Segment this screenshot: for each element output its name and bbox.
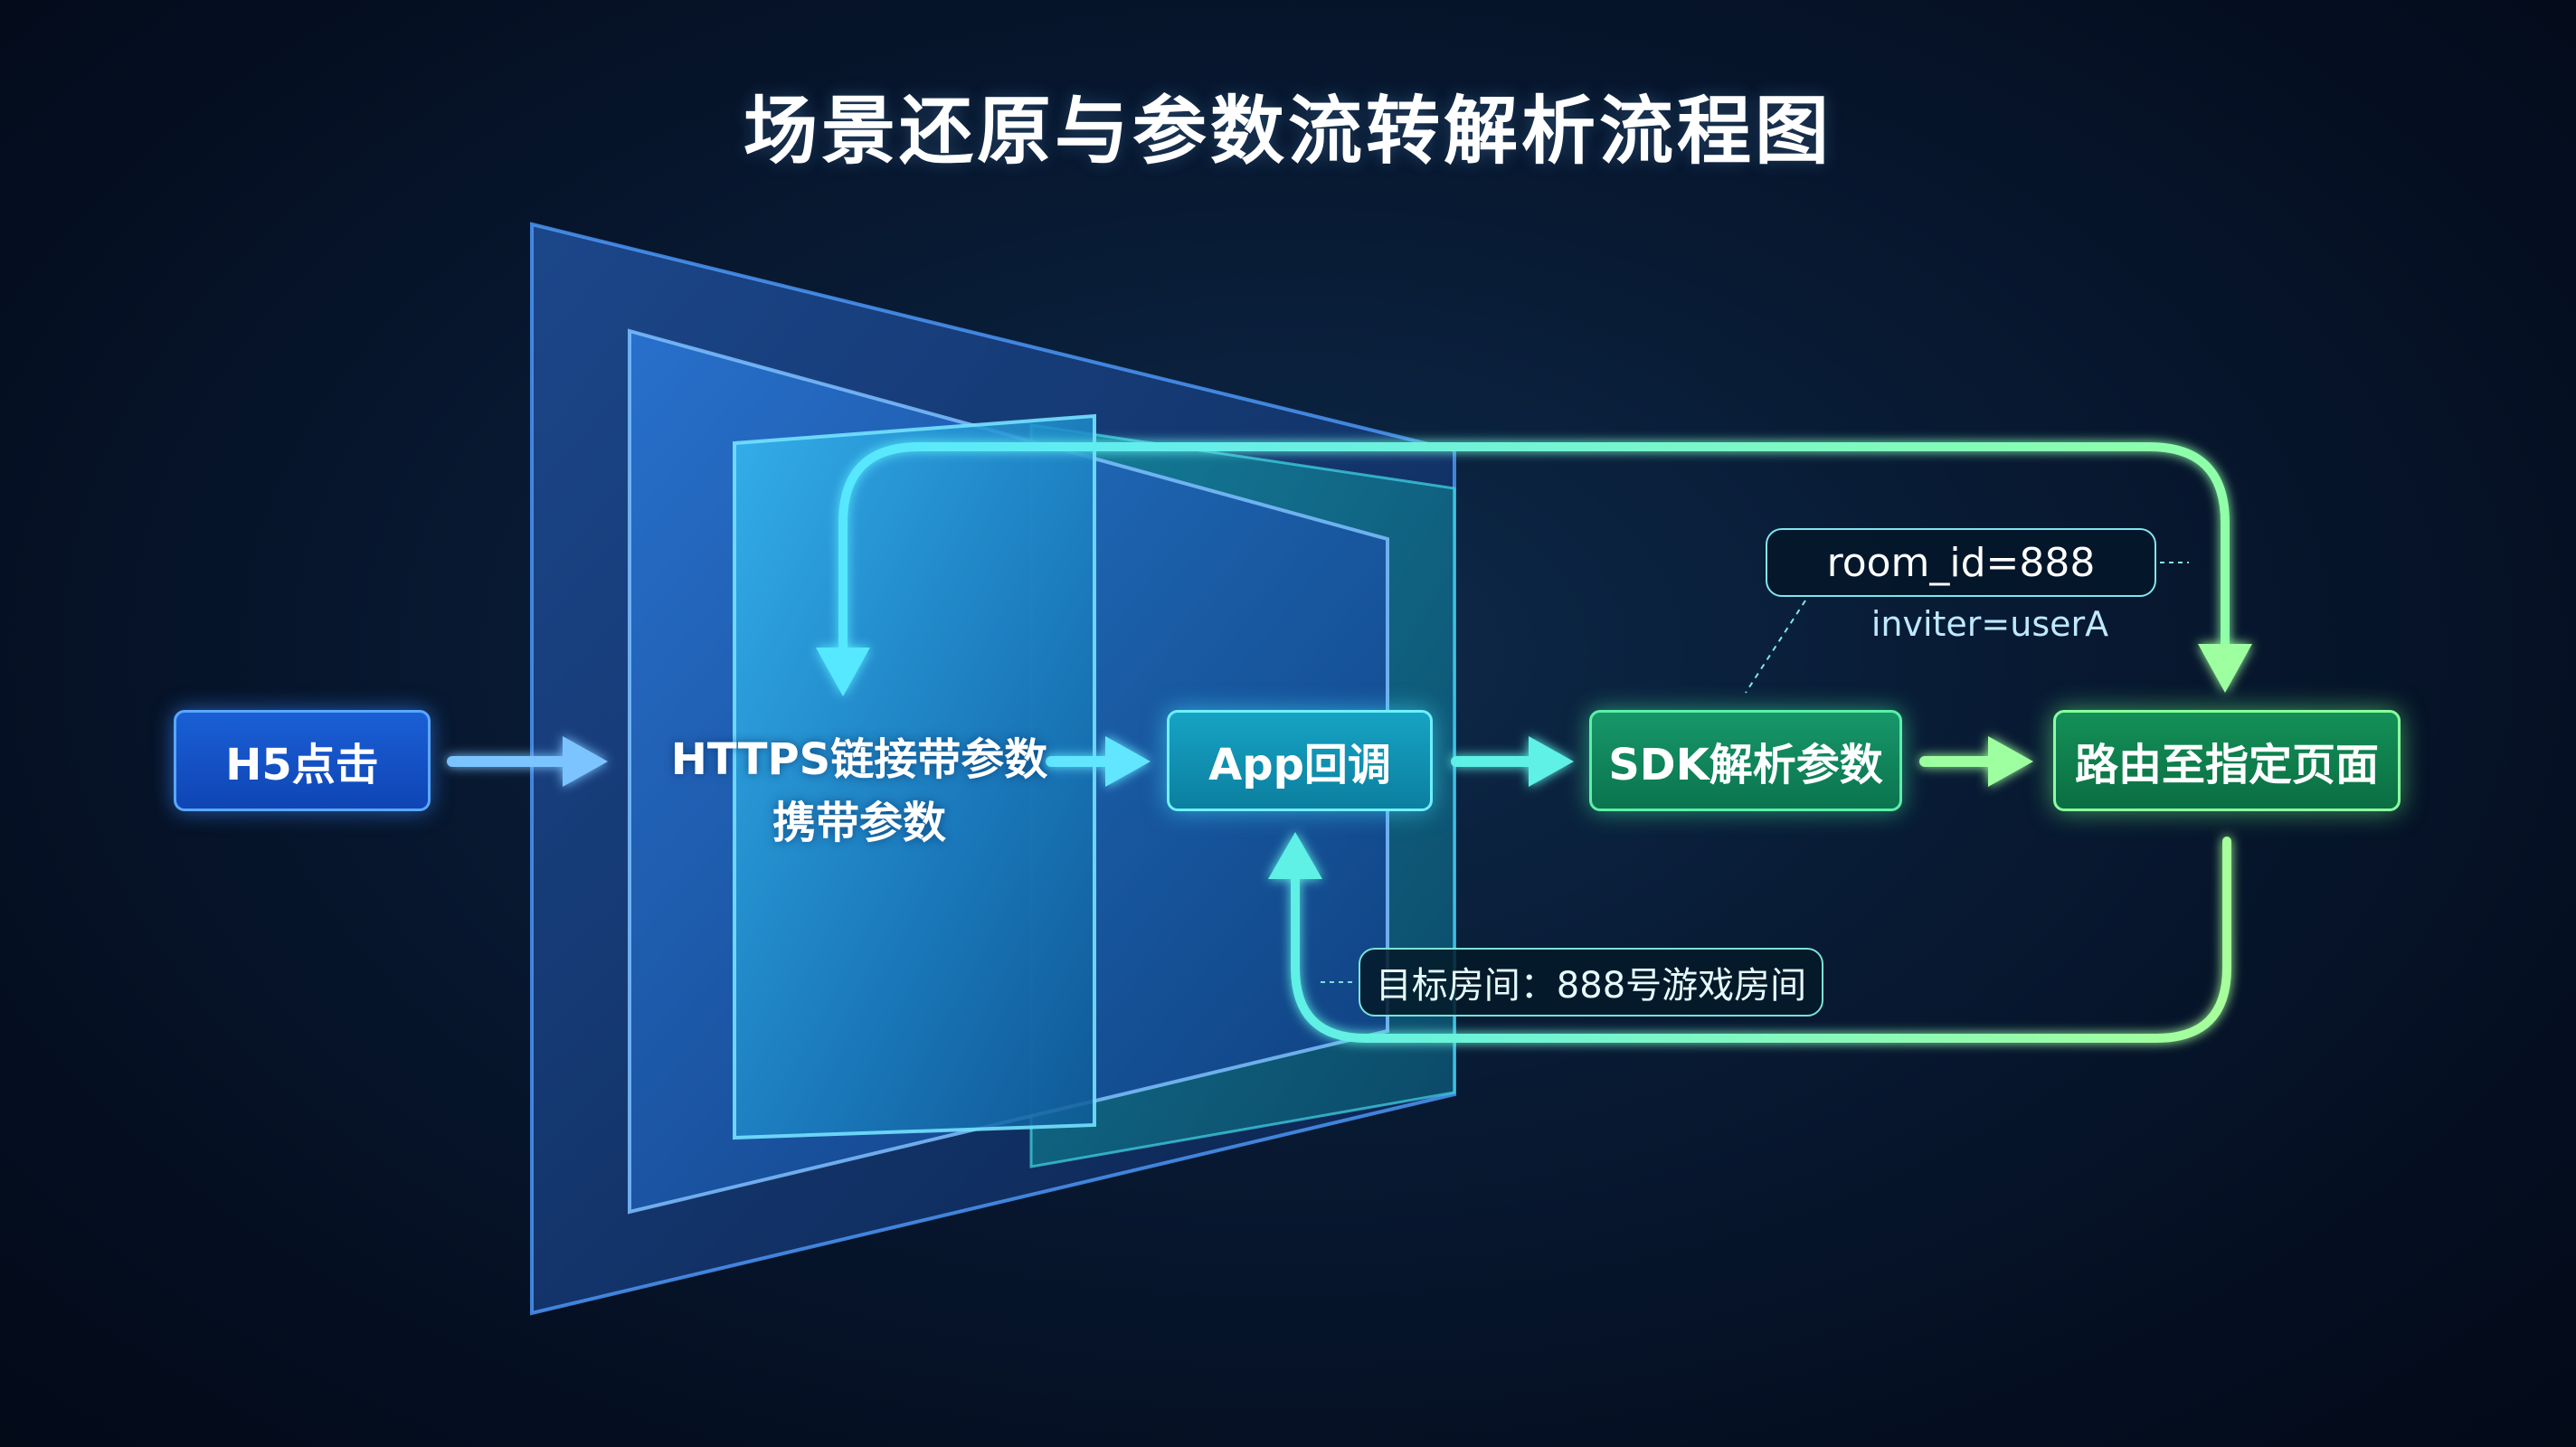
arrow-app-to-sdk	[1451, 736, 1574, 787]
node-https-link: HTTPS链接带参数 携带参数	[669, 728, 1049, 855]
room-id-label: room_id=888	[1766, 528, 2156, 597]
inviter-label: inviter=userA	[1870, 604, 2109, 644]
arrow-https-to-app	[1046, 736, 1151, 787]
node-route-page[interactable]: 路由至指定页面	[2053, 710, 2401, 811]
glass-panel-inner	[733, 413, 1096, 1140]
target-room-label: 目标房间：888号游戏房间	[1359, 948, 1823, 1017]
page-title: 场景还原与参数流转解析流程图	[743, 89, 1833, 175]
https-link-label: HTTPS链接带参数	[670, 734, 1048, 785]
node-h5-click[interactable]: H5点击	[174, 710, 431, 811]
arrow-sdk-to-route	[1919, 736, 2033, 787]
node-app-callback[interactable]: App回调	[1167, 710, 1433, 811]
leader-room-id	[1745, 600, 1806, 694]
loop-top-route-to-https	[816, 442, 2252, 696]
node-sdk-parse[interactable]: SDK解析参数	[1589, 710, 1902, 811]
loop-bottom-route-to-app	[1268, 832, 2231, 1043]
https-carry-label: 携带参数	[772, 798, 946, 848]
arrow-h5-to-https	[447, 736, 608, 787]
